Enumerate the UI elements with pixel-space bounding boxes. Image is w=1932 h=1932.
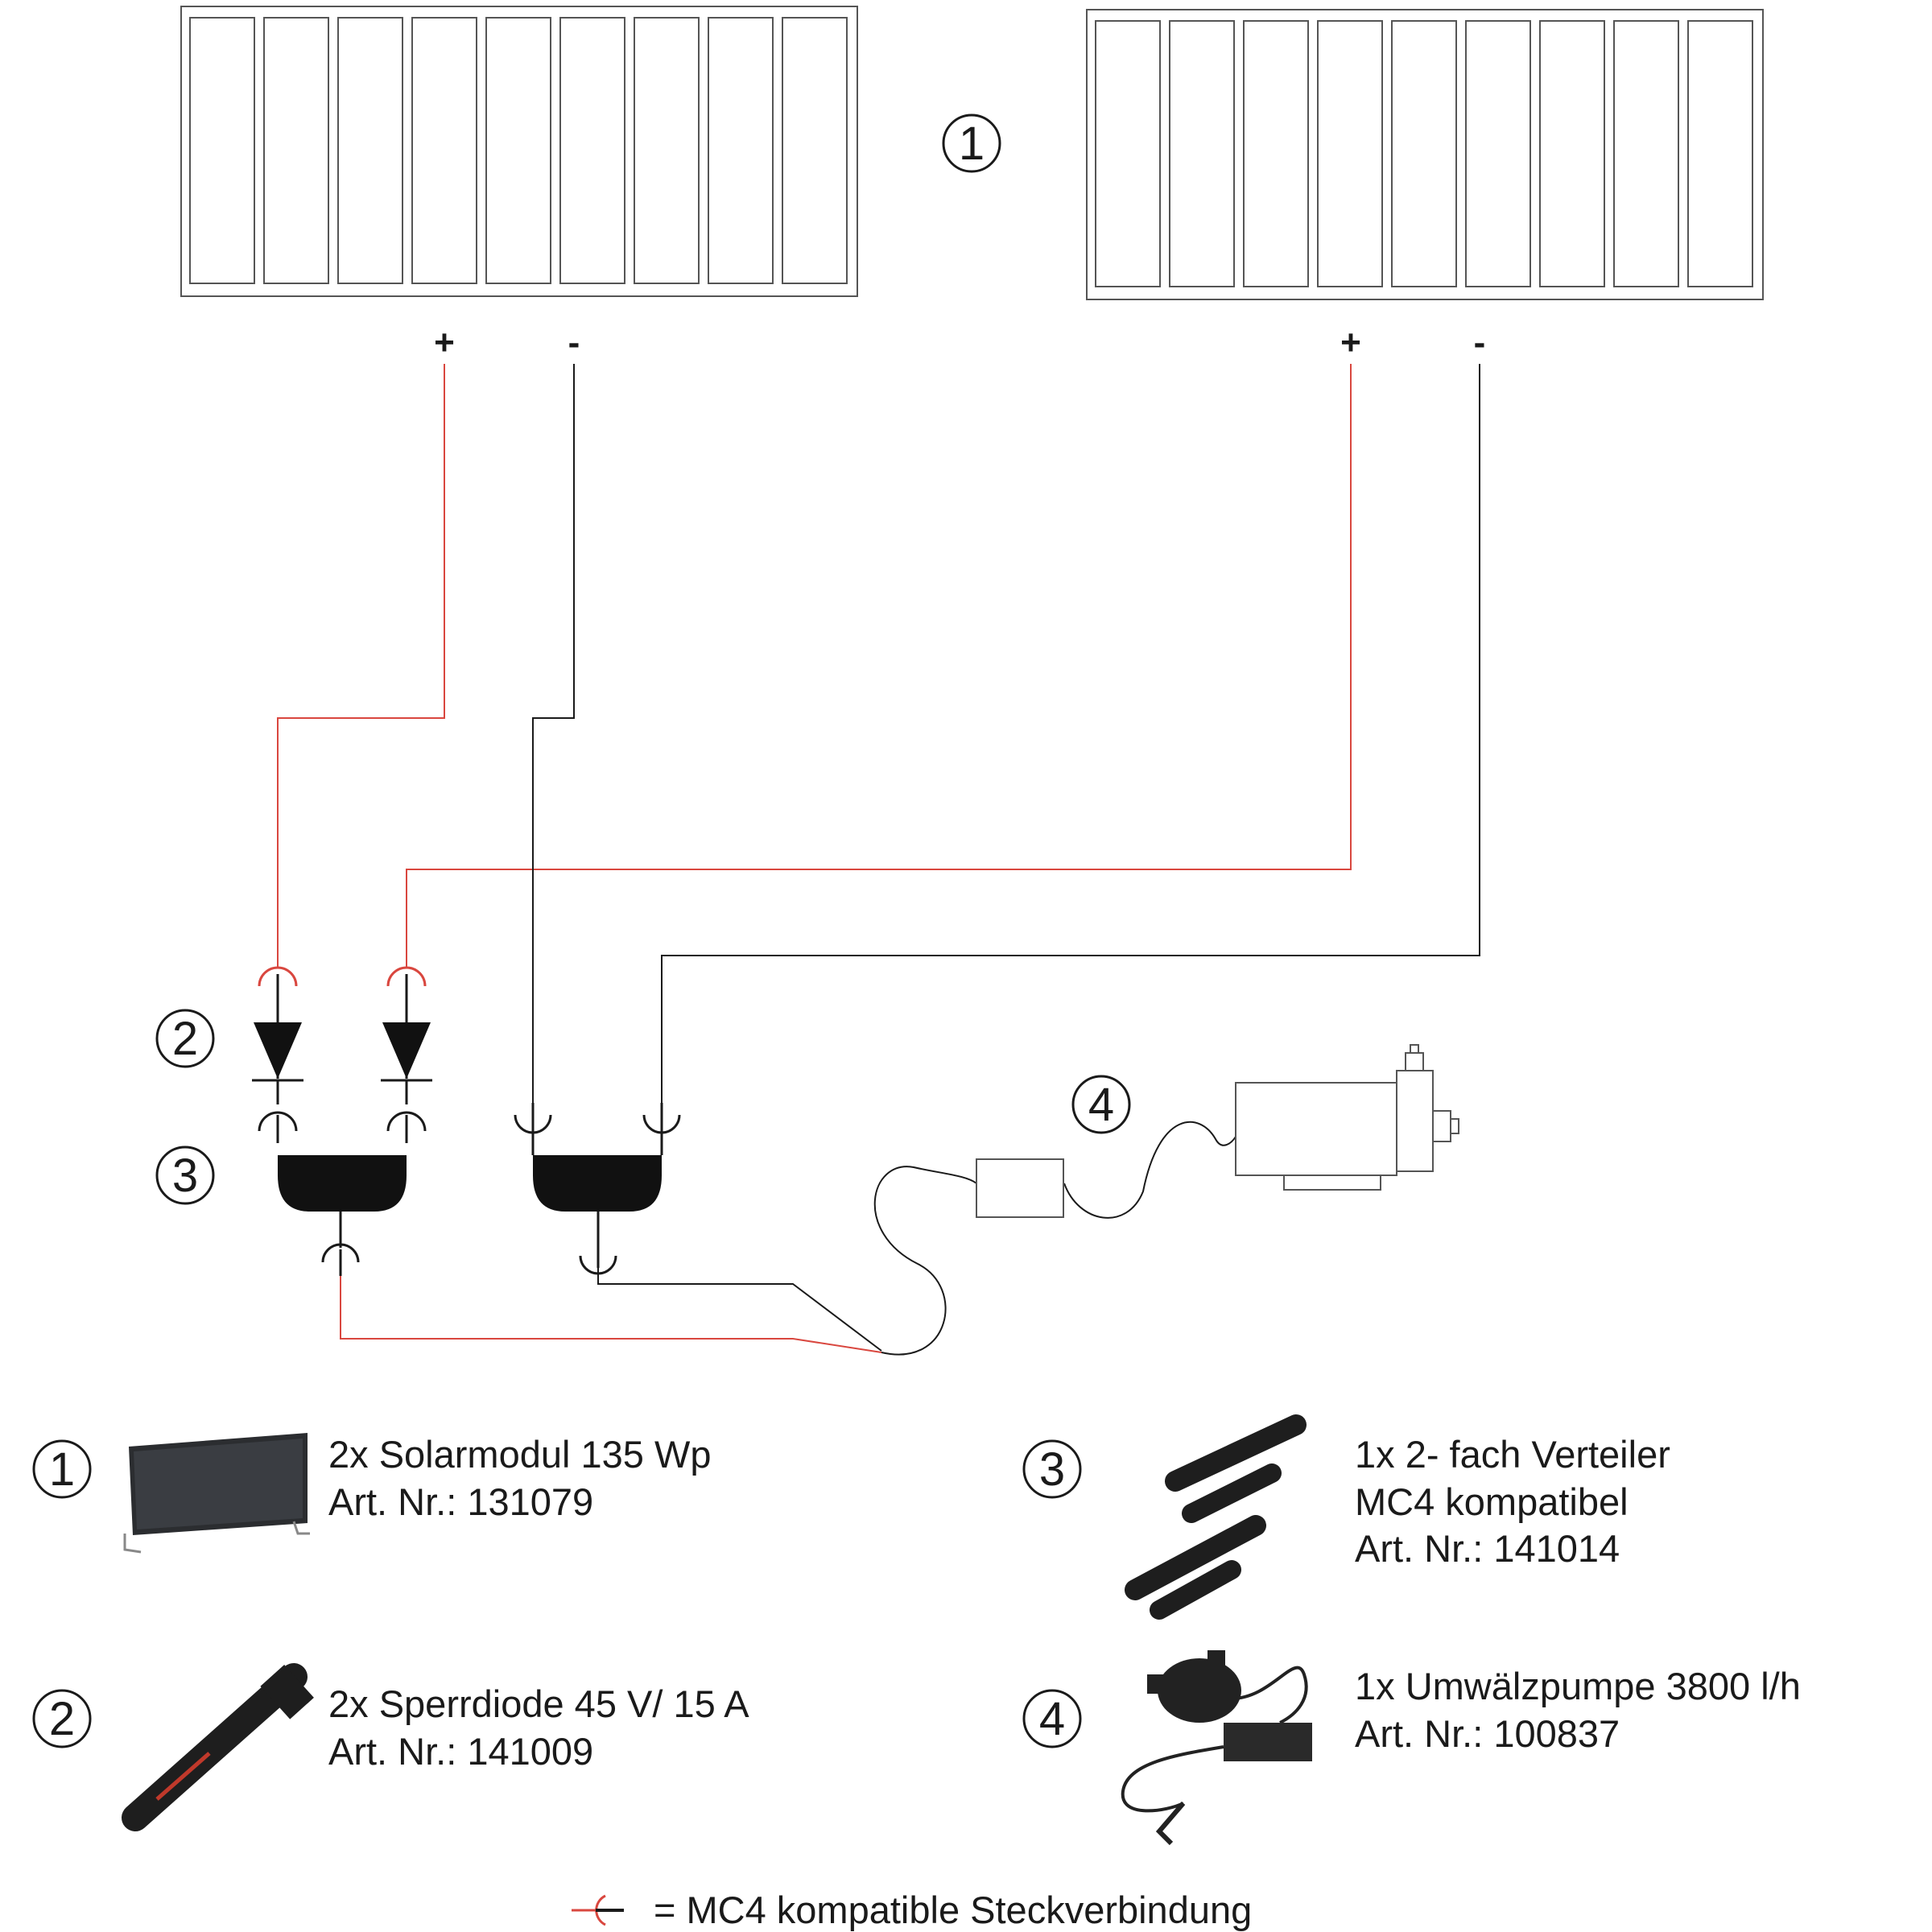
left-minus-label: - <box>568 323 580 362</box>
blocking-diode-icon <box>122 1663 314 1831</box>
right-plus-label: + <box>1340 323 1361 362</box>
mc4-footnote: = MC4 kompatible Steckverbindung <box>572 1889 1252 1931</box>
legend-line: 1x 2- fach Verteiler <box>1355 1433 1670 1476</box>
legend-number: 4 <box>1039 1693 1065 1745</box>
legend-line: Art. Nr.: 141014 <box>1355 1527 1620 1570</box>
legend-line: Art. Nr.: 141009 <box>328 1730 593 1773</box>
legend-item-4: 4 1x Umwälzpumpe 3800 l/h Art. Nr.: 1008… <box>1022 1650 1801 1846</box>
solar-panel-left <box>180 6 858 297</box>
mc4-connector-icon <box>572 1894 624 1926</box>
splitter-positive <box>278 1155 407 1212</box>
legend-line: 2x Solarmodul 135 Wp <box>328 1433 711 1476</box>
legend-item-2: 2 2x Sperrdiode 45 V/ 15 A Art. Nr.: 141… <box>32 1663 749 1831</box>
svg-text:3: 3 <box>172 1150 198 1202</box>
wire-right-positive <box>406 364 1352 968</box>
svg-text:1: 1 <box>959 118 985 170</box>
wire-right-negative <box>661 364 1480 1113</box>
splitter-marker: 3 <box>155 1146 215 1205</box>
circulation-pump-icon <box>1121 1650 1312 1846</box>
solar-panel-right <box>1086 9 1764 300</box>
circulation-pump <box>1235 1044 1459 1191</box>
legend-item-3: 3 1x 2- fach Verteiler MC4 kompatibel Ar… <box>1022 1414 1670 1620</box>
legend-number: 1 <box>49 1443 75 1496</box>
wire-left-positive <box>277 364 445 968</box>
panel-marker: 1 <box>942 114 1001 173</box>
legend-number: 2 <box>49 1693 75 1745</box>
blocking-diode-right <box>381 1002 432 1104</box>
legend-line: Art. Nr.: 131079 <box>328 1480 593 1523</box>
blocking-diode-left <box>252 1002 303 1104</box>
legend-number: 3 <box>1039 1443 1065 1496</box>
right-minus-label: - <box>1474 323 1486 362</box>
legend-item-1: 1 2x Solarmodul 135 Wp Art. Nr.: 131079 <box>32 1433 711 1554</box>
wire-output-negative <box>597 1262 882 1352</box>
wire-left-negative <box>532 364 575 1113</box>
wire-output-positive <box>340 1262 882 1353</box>
legend-line: 1x Umwälzpumpe 3800 l/h <box>1355 1665 1801 1707</box>
left-plus-label: + <box>434 323 455 362</box>
splitter-negative <box>533 1155 662 1212</box>
solar-module-icon <box>123 1433 310 1554</box>
svg-text:2: 2 <box>172 1013 198 1065</box>
pump-marker: 4 <box>1071 1075 1131 1134</box>
legend-line: 2x Sperrdiode 45 V/ 15 A <box>328 1682 749 1725</box>
pump-cable-loop <box>873 1166 977 1356</box>
pump-controller-box <box>976 1158 1064 1218</box>
diode-marker: 2 <box>155 1009 215 1068</box>
svg-text:4: 4 <box>1088 1079 1114 1131</box>
mc4-splitter-icon <box>1125 1414 1307 1620</box>
legend-line: MC4 kompatibel <box>1355 1480 1629 1523</box>
legend-line: Art. Nr.: 100837 <box>1355 1712 1620 1755</box>
footnote-text: = MC4 kompatible Steckverbindung <box>654 1889 1252 1931</box>
pump-cable-upper <box>1063 1121 1236 1219</box>
